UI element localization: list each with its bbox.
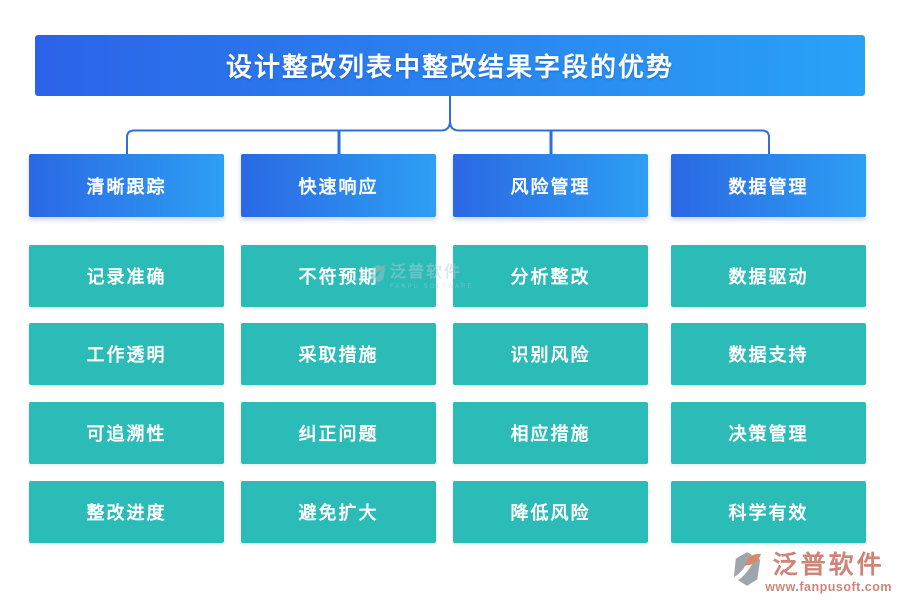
footer-website-url: www.fanpusoft.com — [765, 580, 892, 594]
column-2-item-1: 不符预期 — [241, 245, 436, 307]
column-2-item-2: 采取措施 — [241, 323, 436, 385]
column-1-item-1: 记录准确 — [29, 245, 224, 307]
footer-brand-name: 泛普软件 — [772, 551, 885, 579]
column-4-item-4: 科学有效 — [671, 481, 866, 543]
column-3-item-1: 分析整改 — [453, 245, 648, 307]
column-4-item-1: 数据驱动 — [671, 245, 866, 307]
column-4-item-3: 决策管理 — [671, 402, 866, 464]
column-1-item-4: 整改进度 — [29, 481, 224, 543]
column-3-item-3: 相应措施 — [453, 402, 648, 464]
fanpu-logo-icon — [733, 552, 762, 586]
column-2-header: 快速响应 — [241, 154, 436, 217]
column-1-item-3: 可追溯性 — [29, 402, 224, 464]
column-2-item-3: 纠正问题 — [241, 402, 436, 464]
column-3-header: 风险管理 — [453, 154, 648, 217]
column-3-item-4: 降低风险 — [453, 481, 648, 543]
column-2-item-4: 避免扩大 — [241, 481, 436, 543]
footer-brand-logo: 泛普软件 www.fanpusoft.com — [732, 551, 892, 594]
column-3-item-2: 识别风险 — [453, 323, 648, 385]
column-4-item-2: 数据支持 — [671, 323, 866, 385]
column-4-header: 数据管理 — [671, 154, 866, 217]
column-1-item-2: 工作透明 — [29, 323, 224, 385]
page-title: 设计整改列表中整改结果字段的优势 — [35, 35, 865, 96]
column-1-header: 清晰跟踪 — [29, 154, 224, 217]
